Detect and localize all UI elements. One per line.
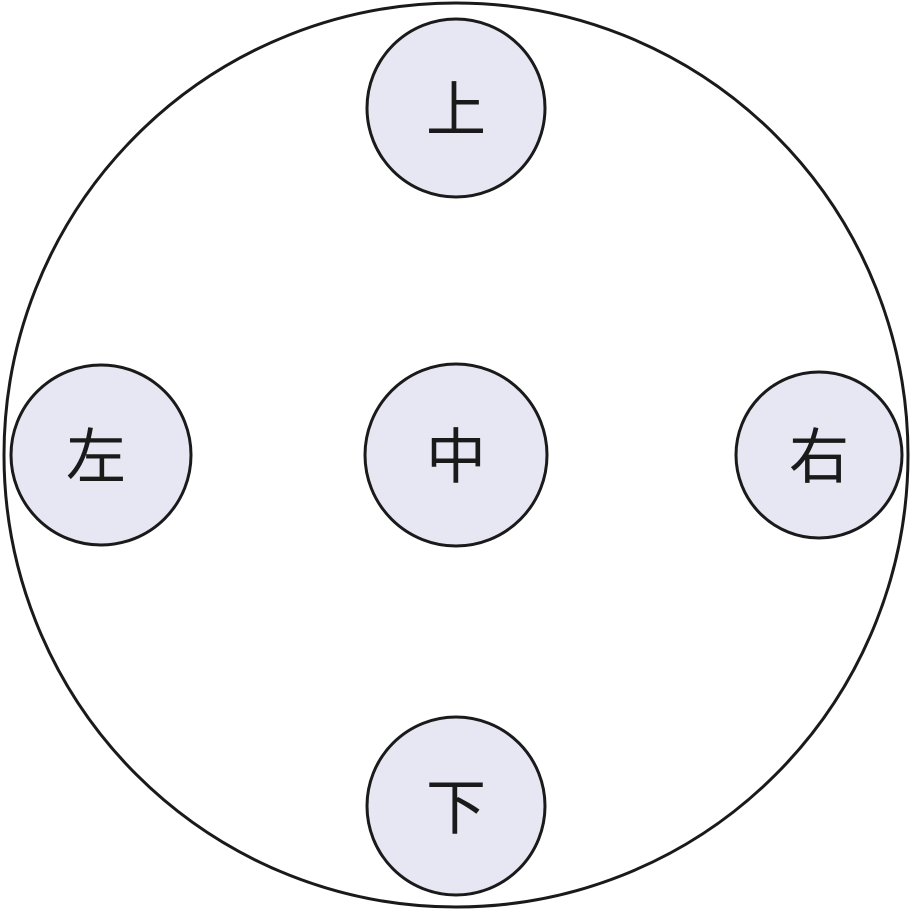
node-left-circle <box>9 363 193 547</box>
node-top-label: 上 <box>426 76 486 146</box>
node-bottom-label: 下 <box>426 774 486 844</box>
node-right-label: 右 <box>789 423 849 493</box>
node-right: 右 <box>734 370 904 540</box>
node-center-circle <box>363 362 549 548</box>
node-top-circle <box>365 17 547 199</box>
node-bottom-circle <box>365 715 547 897</box>
node-bottom: 下 <box>365 715 547 897</box>
node-right-circle <box>734 370 904 540</box>
node-left: 左 <box>9 363 193 547</box>
node-left-label: 左 <box>66 423 126 493</box>
node-center-label: 中 <box>426 423 486 493</box>
node-center: 中 <box>363 362 549 548</box>
node-top: 上 <box>365 17 547 199</box>
